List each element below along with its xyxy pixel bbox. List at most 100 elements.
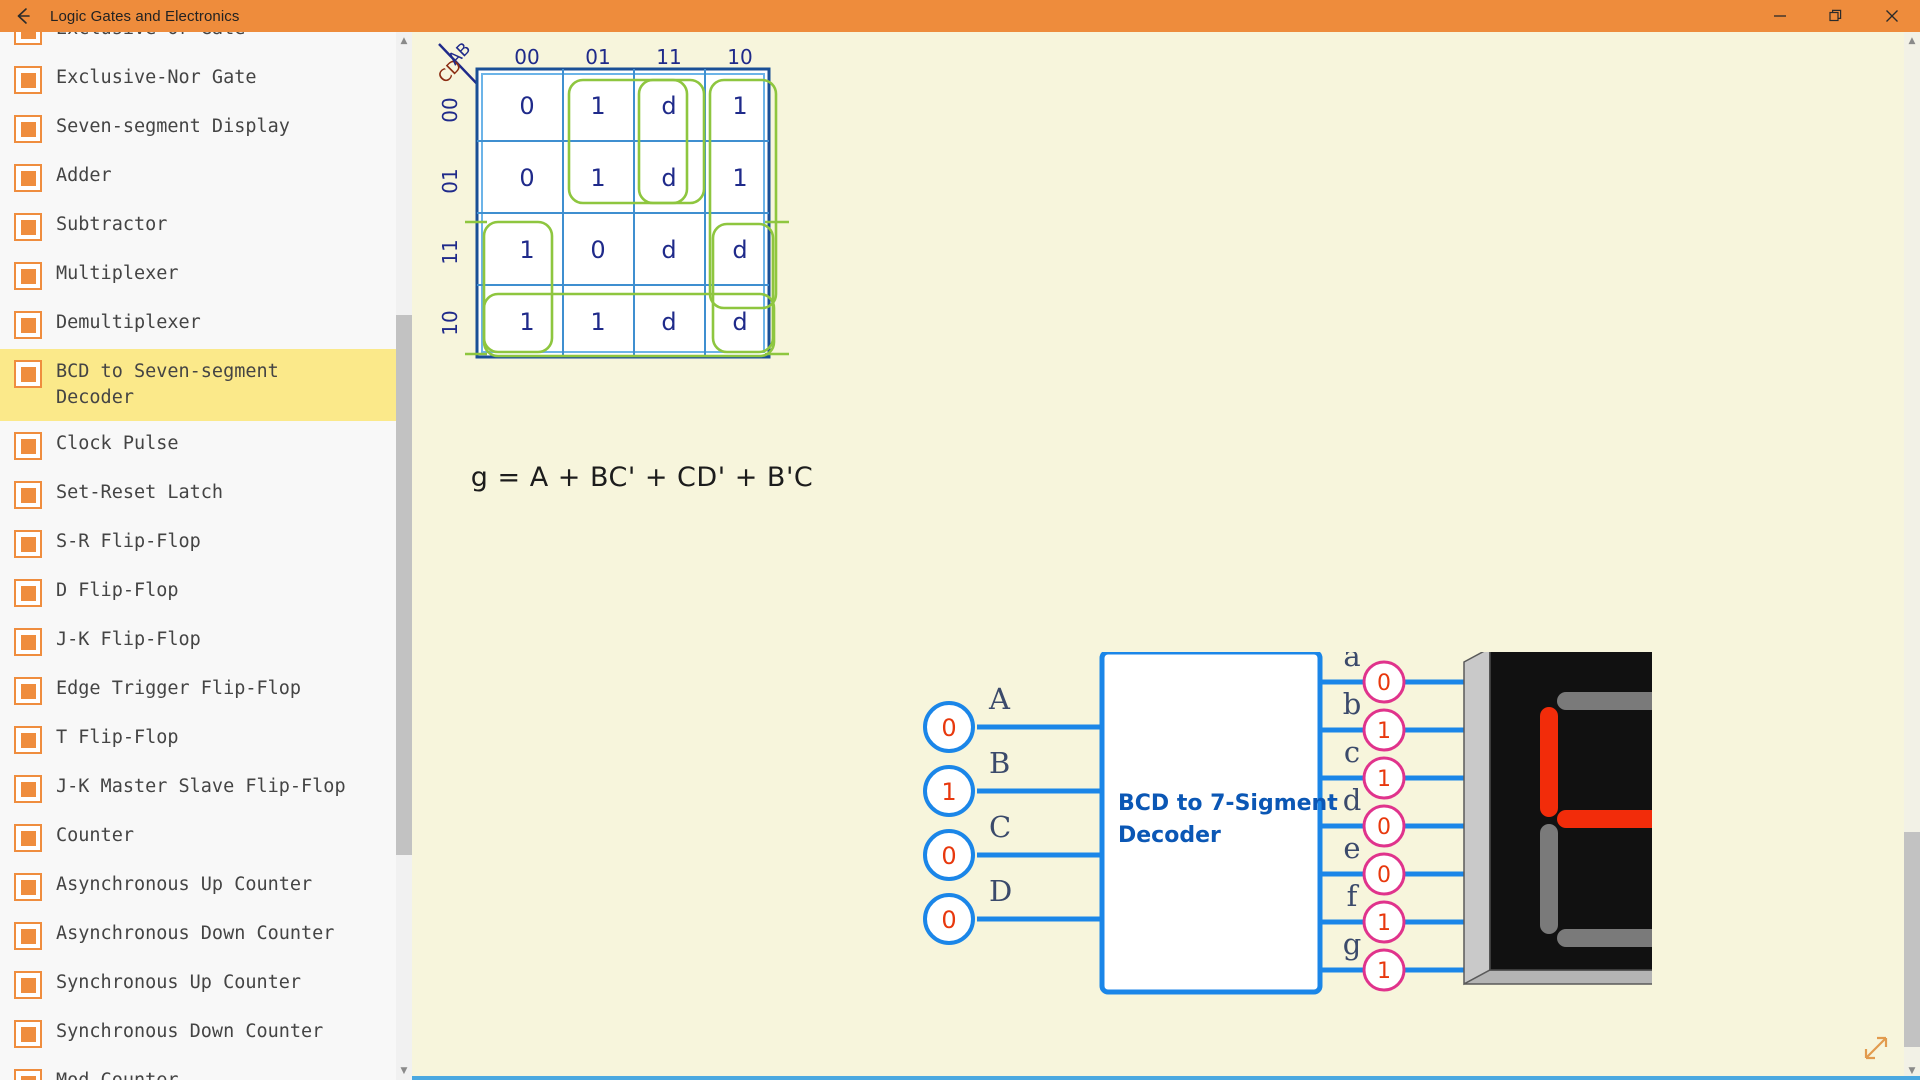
kmap-cell-value: 1: [732, 164, 747, 192]
sidebar-item-checkbox-icon[interactable]: [14, 726, 42, 754]
sidebar-item[interactable]: Exclusive-Nor Gate: [0, 55, 411, 104]
scroll-down-icon[interactable]: ▼: [400, 1066, 408, 1076]
output-node-circle[interactable]: [1362, 900, 1406, 944]
sidebar-item[interactable]: Mod Counter: [0, 1058, 411, 1080]
kmap-row-header: 10: [438, 310, 462, 335]
sidebar-item[interactable]: Asynchronous Down Counter: [0, 911, 411, 960]
checkbox-fill: [20, 830, 36, 846]
sidebar-item[interactable]: Edge Trigger Flip-Flop: [0, 666, 411, 715]
title-bar: Logic Gates and Electronics: [0, 0, 1920, 32]
minimize-button[interactable]: [1752, 0, 1808, 32]
sidebar-item[interactable]: Demultiplexer: [0, 300, 411, 349]
sidebar-item-checkbox-icon[interactable]: [14, 66, 42, 94]
sidebar-item-checkbox-icon[interactable]: [14, 628, 42, 656]
sidebar-scrollbar-thumb[interactable]: [396, 315, 412, 855]
sidebar-item-checkbox-icon[interactable]: [14, 262, 42, 290]
sidebar-item-checkbox-icon[interactable]: [14, 530, 42, 558]
sidebar-item-label: Asynchronous Up Counter: [56, 874, 313, 895]
sidebar-item-checkbox-icon[interactable]: [14, 360, 42, 388]
sidebar-item-checkbox-icon[interactable]: [14, 873, 42, 901]
sidebar-item[interactable]: J-K Master Slave Flip-Flop: [0, 764, 411, 813]
input-node-circle[interactable]: [923, 765, 975, 817]
sidebar-item-checkbox-icon[interactable]: [14, 775, 42, 803]
decoder-block-label-line2: Decoder: [1118, 823, 1221, 848]
sidebar-item-checkbox-icon[interactable]: [14, 922, 42, 950]
sidebar-item[interactable]: Subtractor: [0, 202, 411, 251]
sidebar-item-checkbox-icon[interactable]: [14, 213, 42, 241]
sidebar-item-label: S-R Flip-Flop: [56, 531, 201, 552]
display-bevel-bottom: [1463, 969, 1652, 985]
sidebar-item[interactable]: Adder: [0, 153, 411, 202]
bottom-accent-rule: [412, 1076, 1920, 1080]
sidebar-item-checkbox-icon[interactable]: [14, 311, 42, 339]
sidebar-item-checkbox-icon[interactable]: [14, 579, 42, 607]
scroll-up-icon[interactable]: ▲: [400, 36, 408, 46]
sidebar-item[interactable]: Clock Pulse: [0, 421, 411, 470]
output-label: c: [1344, 735, 1360, 769]
checkbox-fill: [20, 634, 36, 650]
sidebar-item[interactable]: Counter: [0, 813, 411, 862]
sidebar-item[interactable]: Exclusive-Or Gate: [0, 32, 411, 55]
sidebar-item-checkbox-icon[interactable]: [14, 164, 42, 192]
sidebar-item-checkbox-icon[interactable]: [14, 32, 42, 45]
input-node-circle[interactable]: [923, 829, 975, 881]
sidebar-item-checkbox-icon[interactable]: [14, 677, 42, 705]
sidebar-item-checkbox-icon[interactable]: [14, 1020, 42, 1048]
checkbox-fill: [20, 732, 36, 748]
kmap-cell-value: d: [661, 236, 676, 264]
content-scroll-down-icon[interactable]: ▼: [1908, 1066, 1916, 1076]
sidebar-item-label: J-K Master Slave Flip-Flop: [56, 776, 346, 797]
sidebar-item[interactable]: Asynchronous Up Counter: [0, 862, 411, 911]
content-scrollbar-thumb[interactable]: [1904, 832, 1920, 1047]
output-node-circle[interactable]: [1362, 948, 1406, 992]
sidebar-item-checkbox-icon[interactable]: [14, 115, 42, 143]
close-button[interactable]: [1864, 0, 1920, 32]
sidebar-item-label: Counter: [56, 825, 134, 846]
input-value: 0: [941, 906, 956, 934]
sidebar-item-checkbox-icon[interactable]: [14, 971, 42, 999]
sidebar-item-checkbox-icon[interactable]: [14, 1069, 42, 1080]
sidebar-scrollbar[interactable]: ▲ ▼: [396, 32, 412, 1080]
segment-g: [1557, 810, 1652, 828]
input-node-circle[interactable]: [923, 893, 975, 945]
sidebar-item[interactable]: Seven-segment Display: [0, 104, 411, 153]
checkbox-fill: [20, 1075, 36, 1080]
output-node-circle[interactable]: [1362, 756, 1406, 800]
output-node-circle[interactable]: [1362, 660, 1406, 704]
back-arrow-icon[interactable]: [0, 0, 46, 32]
sidebar-item-label: Subtractor: [56, 214, 168, 235]
maximize-button[interactable]: [1808, 0, 1864, 32]
sidebar-item-label: Adder: [56, 165, 112, 186]
sidebar-item[interactable]: Synchronous Down Counter: [0, 1009, 411, 1058]
sidebar-item[interactable]: J-K Flip-Flop: [0, 617, 411, 666]
input-node-circle[interactable]: [923, 701, 975, 753]
output-node-circle[interactable]: [1362, 804, 1406, 848]
output-node-circle[interactable]: [1362, 708, 1406, 752]
sidebar-item[interactable]: BCD to Seven-segment Decoder: [0, 349, 411, 421]
display-bevel-left: [1463, 652, 1491, 986]
sidebar-item[interactable]: Multiplexer: [0, 251, 411, 300]
checkbox-fill: [20, 1026, 36, 1042]
sidebar-item[interactable]: D Flip-Flop: [0, 568, 411, 617]
kmap-cell-value: d: [732, 236, 747, 264]
input-label: B: [989, 746, 1010, 780]
sidebar-item[interactable]: S-R Flip-Flop: [0, 519, 411, 568]
sidebar-item-checkbox-icon[interactable]: [14, 824, 42, 852]
content-scroll-up-icon[interactable]: ▲: [1908, 36, 1916, 46]
sidebar[interactable]: Exclusive-Or GateExclusive-Nor GateSeven…: [0, 32, 412, 1080]
kmap-cell-value: 0: [519, 92, 534, 120]
sidebar-item-checkbox-icon[interactable]: [14, 432, 42, 460]
checkbox-fill: [20, 585, 36, 601]
checkbox-fill: [20, 317, 36, 333]
checkbox-fill: [20, 219, 36, 235]
resize-diagonal-icon[interactable]: [1862, 1034, 1890, 1062]
output-node-circle[interactable]: [1362, 852, 1406, 896]
sidebar-item[interactable]: Synchronous Up Counter: [0, 960, 411, 1009]
input-label: D: [989, 874, 1012, 908]
sidebar-item[interactable]: T Flip-Flop: [0, 715, 411, 764]
content-scrollbar[interactable]: ▲ ▼: [1904, 32, 1920, 1080]
sidebar-item-checkbox-icon[interactable]: [14, 481, 42, 509]
sidebar-item[interactable]: Set-Reset Latch: [0, 470, 411, 519]
checkbox-fill: [20, 536, 36, 552]
kmap-cell-value: 1: [590, 92, 605, 120]
